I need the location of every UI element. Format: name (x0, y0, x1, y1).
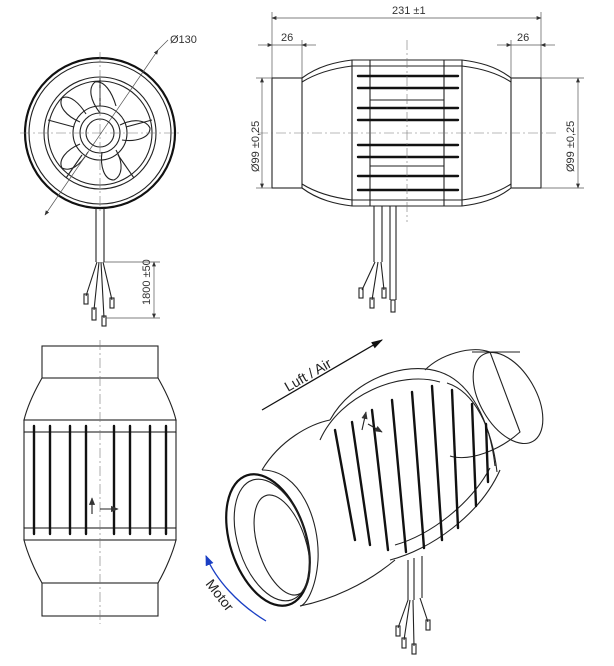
side-cable (358, 206, 397, 313)
cable-length-label: 1800 ±50 (141, 259, 153, 305)
isometric-slots (333, 384, 490, 554)
side-slots (356, 74, 460, 192)
front-diameter-label: Ø130 (170, 34, 197, 46)
side-view: 231 ±1 26 26 (250, 5, 584, 313)
top-view (23, 340, 177, 624)
front-view: Ø130 1800 ±50 (20, 34, 197, 327)
right-collar-label: 26 (517, 32, 529, 44)
overall-length-label: 231 ±1 (392, 5, 426, 17)
right-diameter-label: Ø99 ±0,25 (565, 121, 577, 172)
top-slots (32, 424, 168, 536)
left-collar-label: 26 (281, 32, 293, 44)
isometric-cable (395, 556, 431, 655)
rotation-arrow (205, 555, 267, 622)
left-diameter-label: Ø99 ±0,25 (250, 121, 262, 172)
isometric-view: Luft / Air (203, 339, 544, 655)
front-cable (83, 208, 115, 327)
airflow-arrow (261, 339, 384, 411)
airflow-label: Luft / Air (282, 355, 335, 395)
